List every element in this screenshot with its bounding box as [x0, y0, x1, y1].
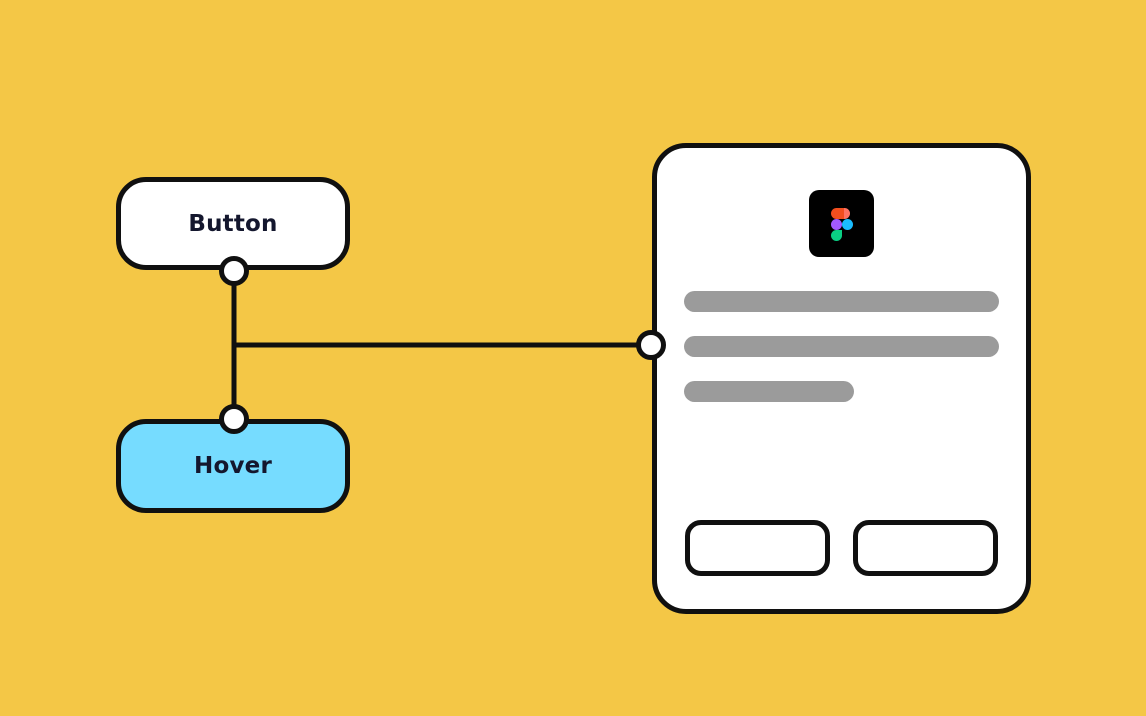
figma-logo-icon: [809, 190, 874, 257]
card-secondary-button[interactable]: [685, 520, 830, 576]
skeleton-text-line: [684, 291, 999, 312]
hover-state-node[interactable]: Hover: [116, 419, 350, 513]
skeleton-text-line: [684, 381, 854, 402]
skeleton-text-line: [684, 336, 999, 357]
button-state-node[interactable]: Button: [116, 177, 350, 270]
button-state-label: Button: [188, 210, 278, 237]
card-primary-button[interactable]: [853, 520, 998, 576]
hover-state-label: Hover: [194, 453, 272, 479]
